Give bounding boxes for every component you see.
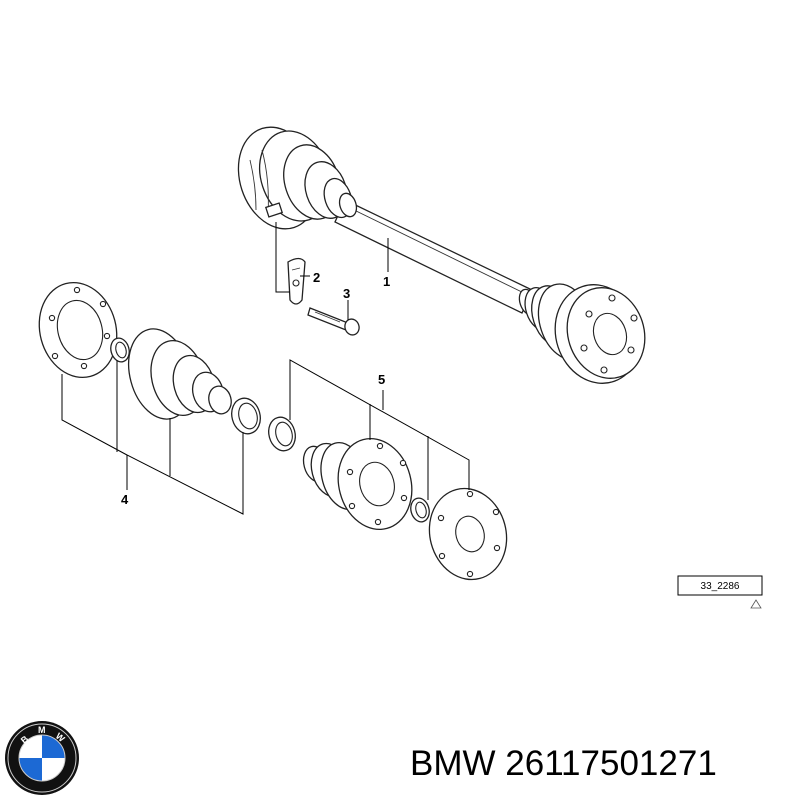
callout-1: 1: [383, 274, 390, 289]
repair-kit-5: [268, 416, 508, 581]
safety-plate: [287, 257, 306, 305]
left-boot: [237, 126, 358, 230]
reference-box: 33_2286: [677, 575, 763, 609]
logo-letter-b: B: [19, 733, 31, 745]
drive-shaft-assembly: [237, 126, 646, 384]
repair-kit-4: [38, 281, 261, 435]
bolt: [307, 307, 360, 336]
callout-2: 2: [313, 270, 320, 285]
logo-letter-m: M: [38, 725, 46, 735]
right-flange: [554, 284, 646, 384]
reference-code: 33_2286: [701, 581, 740, 592]
callout-3: 3: [343, 286, 350, 301]
bmw-logo-icon: B M W: [5, 721, 79, 795]
brand-part-number: BMW 26117501271: [410, 744, 717, 783]
warning-triangle-icon: [750, 599, 762, 609]
leader-lines: [61, 222, 470, 515]
callout-4: 4: [121, 492, 129, 507]
callout-5: 5: [378, 372, 385, 387]
